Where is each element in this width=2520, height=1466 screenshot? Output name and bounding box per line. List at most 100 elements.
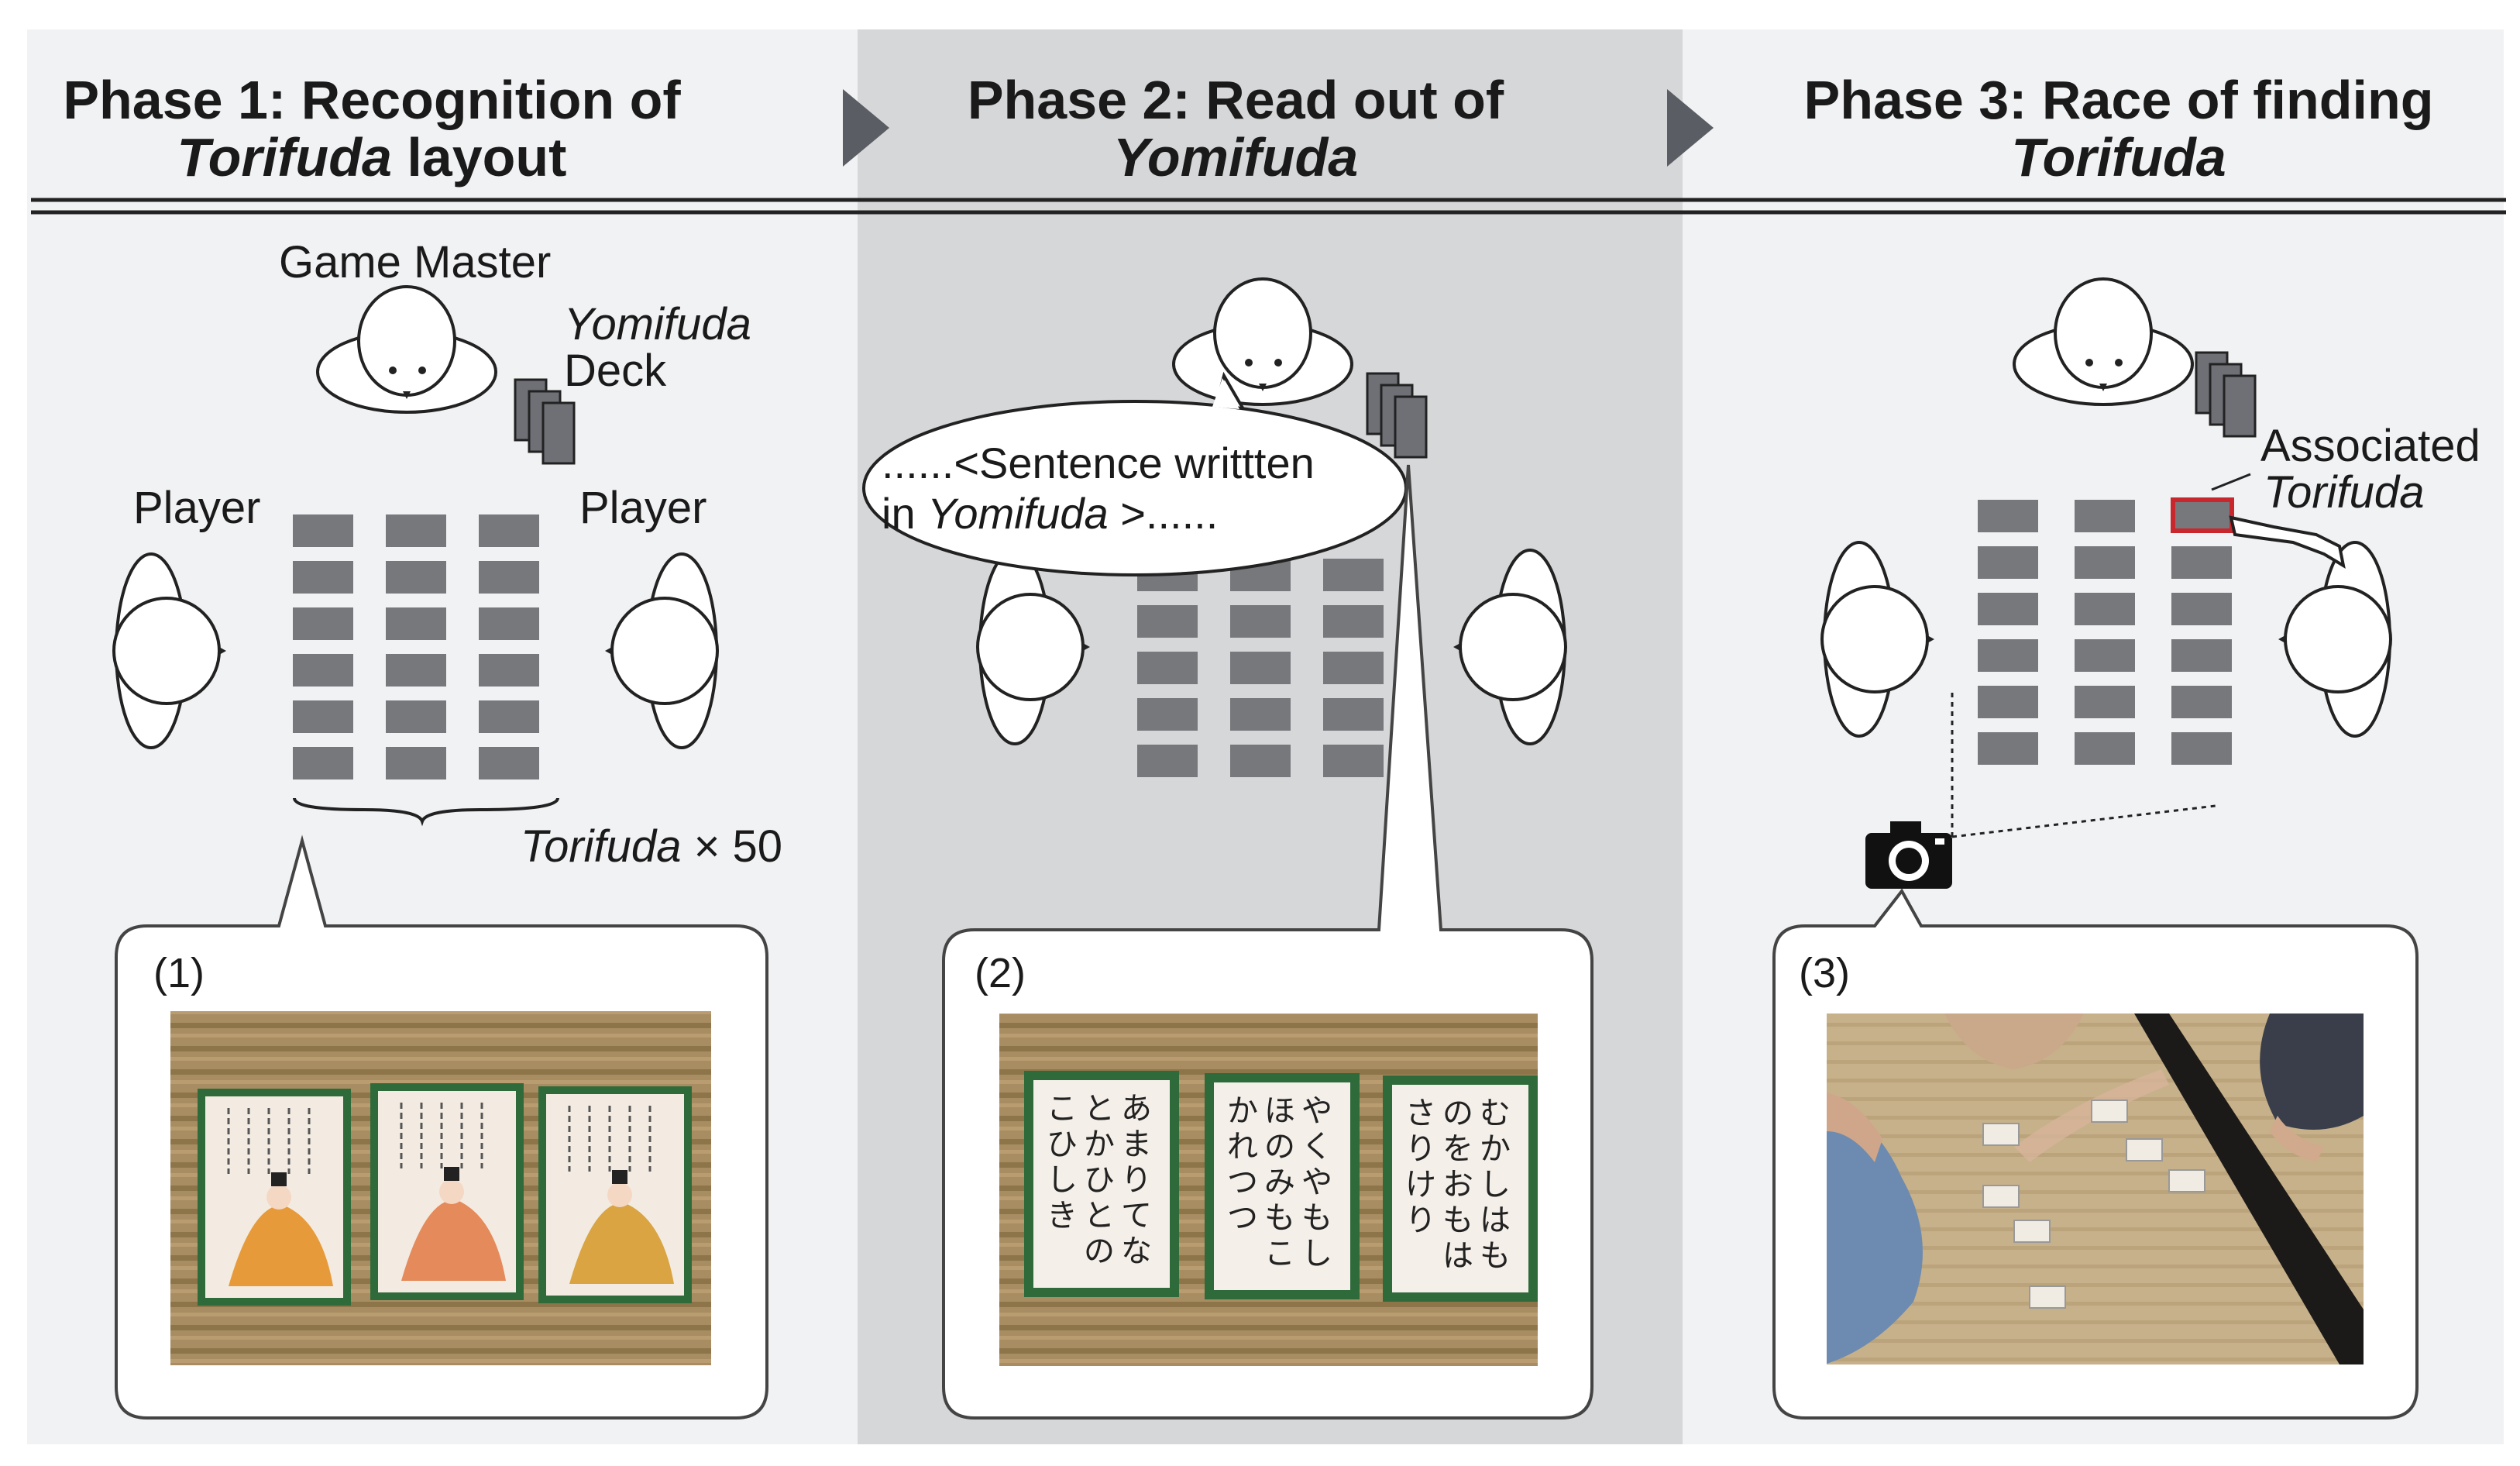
phase1-title-line1: Phase 1: Recognition of bbox=[63, 70, 681, 130]
torifuda-card bbox=[1137, 652, 1198, 684]
torifuda-card bbox=[1323, 652, 1384, 684]
torifuda-card bbox=[2075, 546, 2135, 579]
torifuda-card bbox=[1137, 605, 1198, 638]
hiragana-char: む bbox=[1480, 1096, 1511, 1131]
speech-italic: Yomifuda bbox=[927, 489, 1109, 538]
hiragana-char: を bbox=[1442, 1131, 1473, 1167]
phase2-yomifuda-deck bbox=[1366, 372, 1428, 459]
hiragana-char: り bbox=[1405, 1203, 1436, 1238]
torifuda-card bbox=[2075, 593, 2135, 625]
poet-hat bbox=[444, 1167, 459, 1181]
poet-face bbox=[439, 1179, 464, 1204]
phase3-torifuda-grid bbox=[1978, 500, 2232, 765]
floor-card bbox=[2013, 1220, 2051, 1243]
hiragana-char: み bbox=[1264, 1165, 1295, 1200]
hiragana-char: こ bbox=[1264, 1236, 1295, 1272]
torifuda-card bbox=[1137, 745, 1198, 777]
hiragana-card-face bbox=[1033, 1080, 1170, 1288]
torifuda-card bbox=[1323, 559, 1384, 591]
associated-label: Associated bbox=[2260, 421, 2480, 471]
torifuda-card bbox=[1137, 698, 1198, 731]
torifuda-count-italic: Torifuda bbox=[521, 821, 682, 872]
torifuda-card bbox=[1230, 652, 1291, 684]
torifuda-card bbox=[293, 514, 353, 547]
torifuda-card bbox=[1978, 593, 2038, 625]
torifuda-card bbox=[479, 561, 539, 594]
poet-hat bbox=[612, 1170, 627, 1184]
torifuda-card bbox=[1978, 732, 2038, 765]
phase3-player-right bbox=[2278, 541, 2392, 738]
associated-torifuda-label: Torifuda bbox=[2264, 467, 2425, 518]
torifuda-card bbox=[1230, 745, 1291, 777]
associated-torifuda-card bbox=[2171, 497, 2234, 533]
phase-arrow-2 bbox=[1667, 89, 1714, 167]
phase1-torifuda-grid bbox=[293, 514, 539, 779]
poet-face bbox=[266, 1185, 291, 1210]
torifuda-card bbox=[1323, 698, 1384, 731]
hiragana-char: き bbox=[1047, 1198, 1078, 1234]
torifuda-card bbox=[293, 607, 353, 640]
floor-card bbox=[2029, 1285, 2066, 1309]
phase3-game-master bbox=[2013, 277, 2194, 406]
torifuda-card bbox=[293, 561, 353, 594]
hiragana-char: も bbox=[1264, 1200, 1295, 1236]
photo-label-1: (1) bbox=[153, 950, 205, 996]
speech-end: >...... bbox=[1108, 489, 1219, 538]
torifuda-card bbox=[1230, 605, 1291, 638]
hiragana-char: は bbox=[1480, 1203, 1511, 1238]
hiragana-char: は bbox=[1442, 1238, 1473, 1274]
hiragana-char: や bbox=[1301, 1093, 1332, 1129]
phase1-player-right bbox=[605, 552, 719, 749]
hiragana-char: や bbox=[1301, 1165, 1332, 1200]
hiragana-char: け bbox=[1405, 1167, 1436, 1203]
photo-label-2: (2) bbox=[975, 950, 1026, 996]
hiragana-char: ひ bbox=[1047, 1127, 1078, 1162]
hiragana-char: し bbox=[1301, 1236, 1332, 1272]
torifuda-card bbox=[479, 654, 539, 687]
hiragana-card-face bbox=[1214, 1082, 1350, 1290]
hiragana-char: り bbox=[1405, 1131, 1436, 1167]
torifuda-card bbox=[386, 561, 446, 594]
phase3-title-line1: Phase 3: Race of finding bbox=[1803, 70, 2434, 130]
poet-hat bbox=[271, 1172, 287, 1186]
torifuda-card bbox=[386, 654, 446, 687]
phase3-title-italic: Torifuda bbox=[2011, 127, 2226, 188]
torifuda-card bbox=[2075, 732, 2135, 765]
hiragana-char: さ bbox=[1405, 1096, 1436, 1131]
speech-text-line1: ......<Sentence writtten bbox=[882, 439, 1315, 487]
torifuda-card bbox=[2171, 732, 2232, 765]
hiragana-char: か bbox=[1227, 1093, 1258, 1129]
torifuda-card bbox=[293, 747, 353, 779]
hiragana-char: こ bbox=[1047, 1091, 1078, 1127]
phase1-game-master bbox=[316, 285, 497, 414]
torifuda-card bbox=[2075, 686, 2135, 718]
deck-label: Deck bbox=[564, 346, 667, 396]
hiragana-char: し bbox=[1480, 1167, 1511, 1203]
yomifuda-label: Yomifuda bbox=[564, 299, 751, 349]
camera-icon bbox=[1865, 821, 1952, 889]
hiragana-char: も bbox=[1442, 1203, 1473, 1238]
hiragana-char: し bbox=[1047, 1162, 1078, 1198]
phase3-yomifuda-deck bbox=[2195, 351, 2257, 438]
photo-2: あまりてなとかひとのこひしきやくやもしほのみもこかれつつむかしはものをおもはさり… bbox=[999, 1013, 1538, 1366]
torifuda-card bbox=[479, 747, 539, 779]
phase1-player-left bbox=[112, 552, 226, 749]
phase2-title: Phase 2: Read out of Yomifuda bbox=[914, 71, 1557, 186]
torifuda-card bbox=[293, 654, 353, 687]
torifuda-card bbox=[2171, 686, 2232, 718]
phase2-title-italic: Yomifuda bbox=[1112, 127, 1359, 188]
torifuda-card bbox=[386, 607, 446, 640]
speech-in: in bbox=[882, 489, 928, 538]
hiragana-char: て bbox=[1121, 1198, 1152, 1234]
poet-robe bbox=[229, 1205, 333, 1286]
phase3-player-left bbox=[1820, 541, 1934, 738]
camera-view-line-2 bbox=[1951, 804, 2216, 838]
floor-card bbox=[1982, 1185, 2020, 1208]
hiragana-char: か bbox=[1480, 1131, 1511, 1167]
photo-1 bbox=[170, 1011, 711, 1365]
hiragana-char: ま bbox=[1121, 1127, 1152, 1162]
photo-3 bbox=[1827, 1013, 2364, 1364]
hiragana-char: お bbox=[1442, 1167, 1473, 1203]
